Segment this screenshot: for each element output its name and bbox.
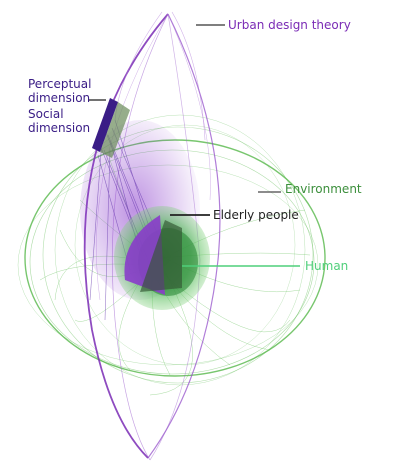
elderly-people-label: Elderly people (213, 208, 299, 222)
human-label: Human (305, 259, 348, 273)
social-dimension-label-line2: dimension (28, 121, 90, 135)
urban-design-theory-label: Urban design theory (228, 18, 351, 32)
environment-label: Environment (285, 182, 362, 196)
social-dimension-label-line1: Social (28, 107, 64, 121)
perceptual-dimension-label-line1: Perceptual (28, 77, 91, 91)
perceptual-dimension-label-line2: dimension (28, 91, 90, 105)
